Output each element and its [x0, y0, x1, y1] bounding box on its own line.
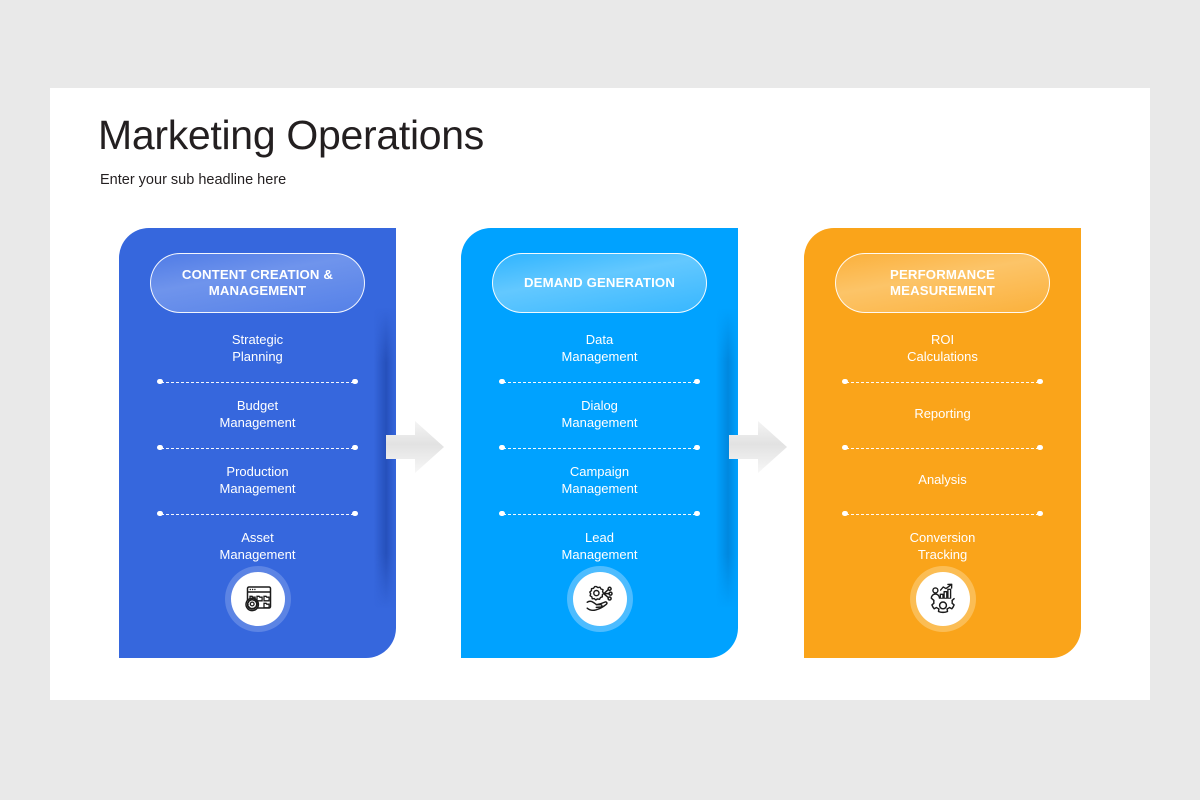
column-item-list: ROI Calculations Reporting Analysis	[804, 324, 1081, 571]
list-item-line-1: Lead	[585, 530, 614, 545]
separator-dot-right	[352, 444, 358, 451]
process-diagram: CONTENT CREATION & MANAGEMENT Strategic …	[50, 228, 1150, 668]
connector-arrow-1	[384, 416, 446, 478]
column-performance-measurement[interactable]: PERFORMANCE MEASUREMENT ROI Calculations…	[804, 228, 1081, 658]
separator-dot-left	[842, 444, 848, 451]
list-item-line-1: Campaign	[569, 464, 630, 479]
column-header-line-1: DEMAND GENERATION	[523, 274, 676, 290]
list-item[interactable]: Strategic Planning	[119, 324, 396, 373]
list-item[interactable]: Analysis	[804, 456, 1081, 505]
dashed-separator	[499, 373, 700, 390]
connector-arrow-2	[727, 416, 789, 478]
list-item-line-2: Management	[219, 414, 296, 430]
list-item-line-1: Analysis	[918, 472, 967, 488]
dashed-separator	[842, 505, 1043, 522]
list-item[interactable]: Production Management	[119, 456, 396, 505]
column-header-line-1: CONTENT CREATION &	[181, 266, 334, 282]
list-item-line-2: Management	[561, 546, 638, 562]
list-item-line-1: Production	[226, 464, 289, 479]
column-header-performance-measurement[interactable]: PERFORMANCE MEASUREMENT	[835, 253, 1050, 313]
column-header-content-creation[interactable]: CONTENT CREATION & MANAGEMENT	[150, 253, 365, 313]
list-item[interactable]: Reporting	[804, 390, 1081, 439]
list-item-line-2: Management	[219, 480, 296, 496]
list-item-line-1: Reporting	[914, 406, 971, 422]
separator-dot-right	[352, 378, 358, 385]
list-item-line-2: Calculations	[907, 348, 978, 364]
list-item-line-2: Management	[219, 546, 296, 562]
list-item-line-2: Management	[561, 414, 638, 430]
dashed-separator	[499, 505, 700, 522]
icon-badge-performance-measurement[interactable]	[909, 566, 976, 632]
list-item[interactable]: Campaign Management	[461, 456, 738, 505]
separator-dot-right	[694, 510, 700, 517]
separator-dot-right	[1037, 510, 1043, 517]
column-header-demand-generation[interactable]: DEMAND GENERATION	[492, 253, 707, 313]
column-item-list: Strategic Planning Budget Management Pro…	[119, 324, 396, 571]
list-item[interactable]: Conversion Tracking	[804, 522, 1081, 571]
separator-dot-left	[157, 378, 163, 385]
column-header-line-2: MEASUREMENT	[890, 283, 995, 298]
list-item-line-1: ROI	[930, 332, 955, 347]
list-item[interactable]: Dialog Management	[461, 390, 738, 439]
list-item-line-1: Data	[585, 332, 614, 347]
dashed-separator	[842, 439, 1043, 456]
dashed-separator	[499, 439, 700, 456]
window-folders-gear-icon	[230, 572, 285, 626]
column-demand-generation[interactable]: DEMAND GENERATION Data Management Dialog…	[461, 228, 738, 658]
dashed-separator	[157, 439, 358, 456]
dashed-separator	[842, 373, 1043, 390]
icon-badge-content-creation[interactable]	[224, 566, 291, 632]
hand-gear-network-icon	[572, 572, 627, 626]
dashed-separator	[157, 373, 358, 390]
person-bar-chart-gear-icon	[915, 572, 970, 626]
separator-dot-left	[157, 444, 163, 451]
separator-dot-right	[352, 510, 358, 517]
list-item[interactable]: Lead Management	[461, 522, 738, 571]
separator-dot-left	[499, 510, 505, 517]
list-item-line-1: Strategic	[231, 332, 284, 347]
list-item-line-2: Tracking	[917, 546, 968, 562]
page-title: Marketing Operations	[98, 112, 484, 158]
icon-badge-demand-generation[interactable]	[566, 566, 633, 632]
list-item-line-1: Conversion	[909, 530, 976, 545]
separator-dot-right	[694, 444, 700, 451]
dashed-separator	[157, 505, 358, 522]
column-header-line-2: MANAGEMENT	[208, 283, 307, 298]
separator-dot-left	[842, 510, 848, 517]
separator-dot-left	[499, 378, 505, 385]
list-item[interactable]: Asset Management	[119, 522, 396, 571]
separator-dot-right	[1037, 444, 1043, 451]
separator-dot-left	[499, 444, 505, 451]
list-item-line-2: Management	[561, 348, 638, 364]
list-item-line-2: Planning	[232, 348, 283, 364]
page-subtitle: Enter your sub headline here	[100, 172, 287, 188]
column-content-creation[interactable]: CONTENT CREATION & MANAGEMENT Strategic …	[119, 228, 396, 658]
list-item[interactable]: Data Management	[461, 324, 738, 373]
separator-dot-right	[1037, 378, 1043, 385]
separator-dot-left	[842, 378, 848, 385]
column-item-list: Data Management Dialog Management Campai…	[461, 324, 738, 571]
list-item-line-2: Management	[561, 480, 638, 496]
list-item-line-1: Budget	[236, 398, 279, 413]
list-item-line-1: Asset	[241, 530, 274, 545]
separator-dot-left	[157, 510, 163, 517]
list-item[interactable]: ROI Calculations	[804, 324, 1081, 373]
slide-canvas: Marketing Operations Enter your sub head…	[50, 88, 1150, 700]
list-item-line-1: Dialog	[581, 398, 618, 413]
list-item[interactable]: Budget Management	[119, 390, 396, 439]
separator-dot-right	[694, 378, 700, 385]
column-header-line-1: PERFORMANCE	[890, 266, 995, 282]
